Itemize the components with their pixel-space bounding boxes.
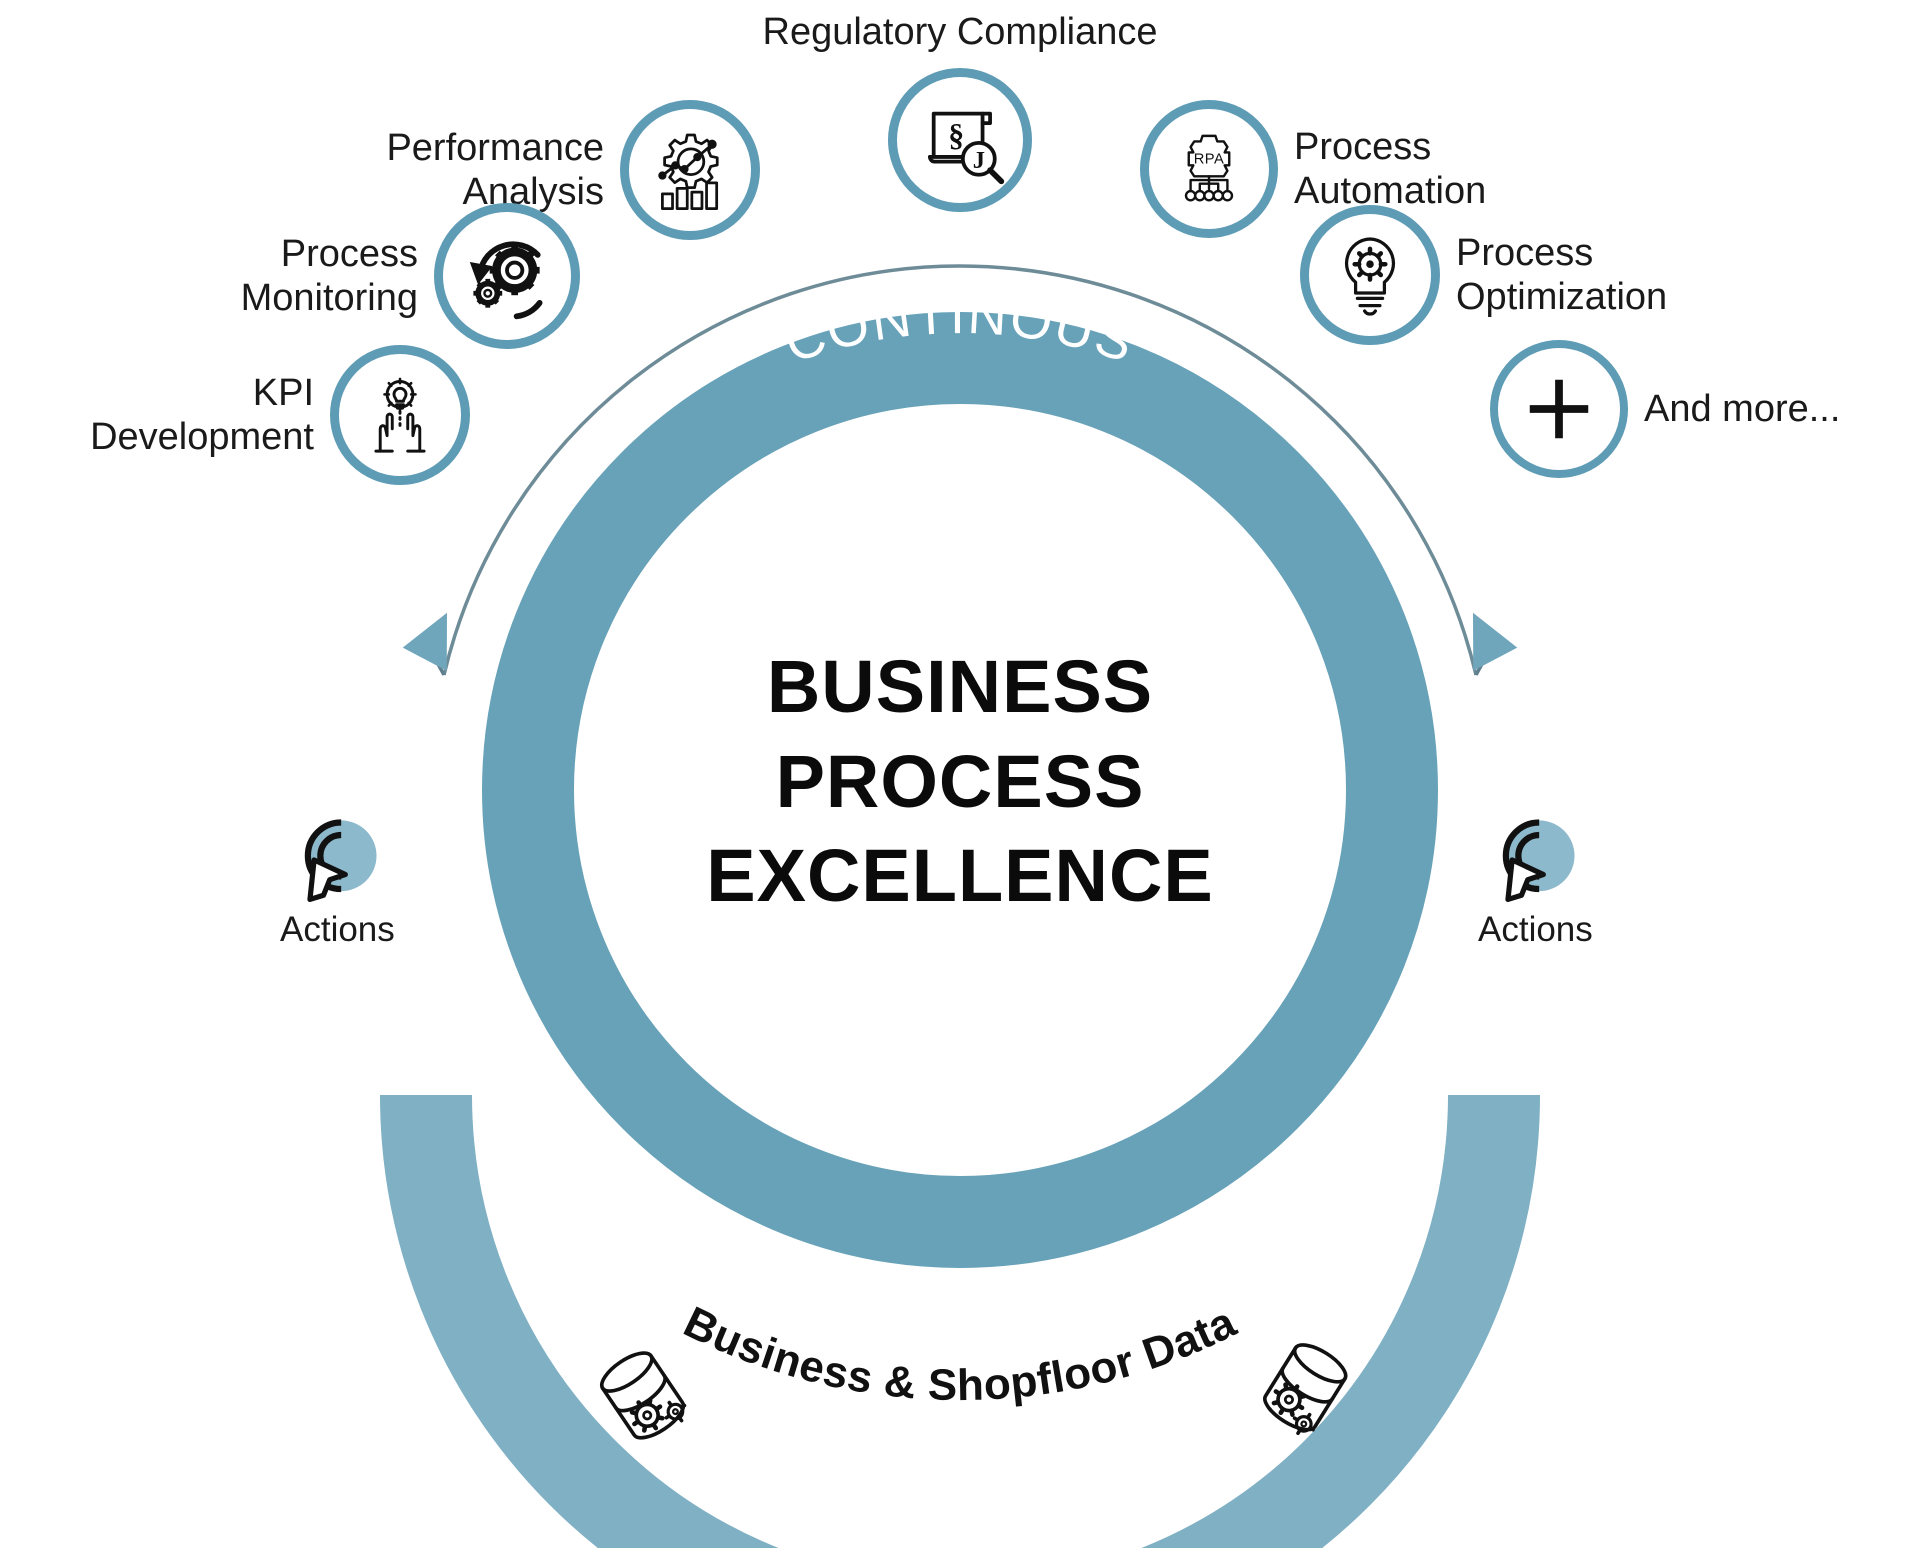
node-process-optimization[interactable]: Process Optimization <box>1300 205 1860 345</box>
node-performance-analysis[interactable]: Performance Analysis <box>320 100 760 240</box>
svg-text:§: § <box>948 118 964 153</box>
svg-text:RPA: RPA <box>1194 151 1225 167</box>
node-kpi-development[interactable]: KPI Development <box>10 345 470 485</box>
node-and-more[interactable]: And more... <box>1490 340 1920 478</box>
hands-holding-lightbulb-gear-icon <box>374 377 426 453</box>
node-circle-and-more[interactable] <box>1490 340 1628 478</box>
rpa-gear-circuit-icon: RPA <box>1184 134 1234 202</box>
inner-continuous-ring <box>482 312 1438 1268</box>
click-target-cursor-icon <box>305 819 377 903</box>
node-process-automation[interactable]: RPA Process Automation <box>1140 100 1620 238</box>
gear-chart-analytics-icon <box>658 133 719 211</box>
node-label-performance-analysis: Performance Analysis <box>386 126 604 213</box>
node-circle-process-monitoring[interactable] <box>434 203 580 349</box>
click-target-cursor-icon <box>1503 819 1575 903</box>
continuous-flow-arrow-right <box>1472 612 1518 676</box>
actions-left[interactable]: Actions <box>280 810 395 950</box>
node-circle-performance-analysis[interactable] <box>620 100 760 240</box>
node-circle-kpi-development[interactable] <box>330 345 470 485</box>
node-circle-regulatory-compliance[interactable]: § J <box>888 68 1032 213</box>
plus-icon <box>1529 379 1589 439</box>
actions-left-label: Actions <box>280 910 395 949</box>
continuous-flow-arrow-left <box>402 612 448 676</box>
legal-scroll-magnifier-icon: § J <box>928 112 1005 185</box>
data-stack-left <box>579 1331 714 1469</box>
database-gears-icon <box>1263 1343 1348 1435</box>
lightbulb-gear-icon <box>1345 237 1395 316</box>
node-label-kpi-development: KPI Development <box>90 371 314 458</box>
data-stack-right <box>1235 1324 1369 1462</box>
node-circle-process-optimization[interactable] <box>1300 205 1440 345</box>
actions-right[interactable]: Actions <box>1478 810 1593 950</box>
node-label-regulatory-compliance: Regulatory Compliance <box>762 11 1158 53</box>
node-regulatory-compliance[interactable]: Regulatory Compliance § J <box>640 10 1280 213</box>
node-process-monitoring[interactable]: Process Monitoring <box>140 203 580 349</box>
outer-improvement-ring <box>380 1094 1540 1548</box>
database-gears-icon <box>599 1351 687 1440</box>
node-label-and-more: And more... <box>1644 387 1841 430</box>
node-circle-process-automation[interactable]: RPA <box>1140 100 1278 238</box>
svg-text:J: J <box>973 148 985 175</box>
node-label-process-automation: Process Automation <box>1294 125 1487 212</box>
node-label-process-optimization: Process Optimization <box>1456 231 1668 318</box>
node-label-process-monitoring: Process Monitoring <box>240 232 418 319</box>
actions-right-label: Actions <box>1478 910 1593 949</box>
gears-refresh-icon <box>469 241 543 320</box>
flow-guide-arc <box>442 264 1478 676</box>
